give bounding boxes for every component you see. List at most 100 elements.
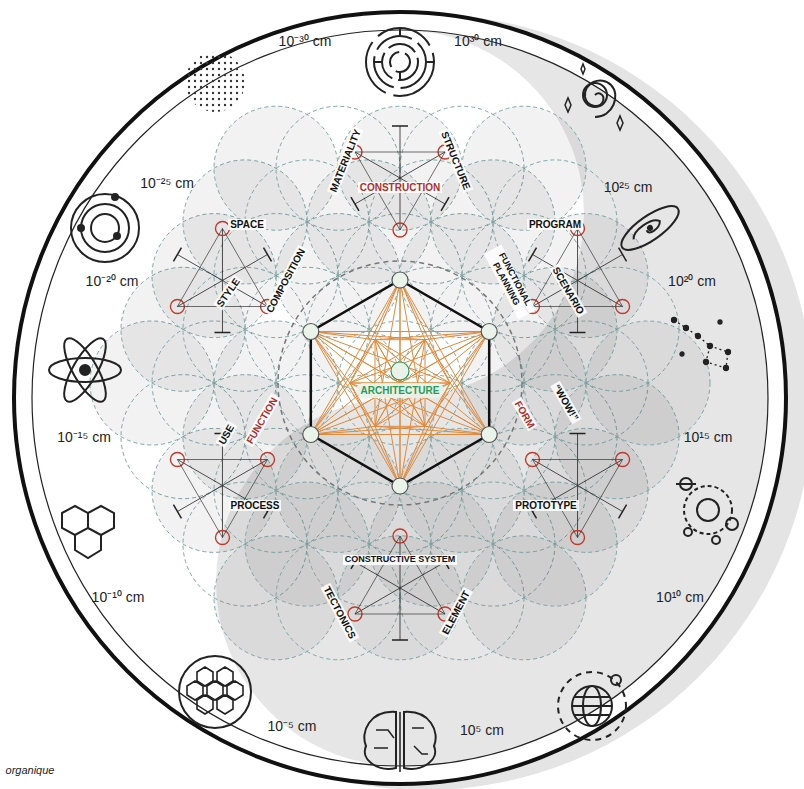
star-line — [311, 426, 425, 434]
triangle — [578, 460, 623, 538]
star-line — [375, 340, 400, 486]
dashed-ring — [278, 261, 522, 505]
star-line — [400, 426, 425, 486]
spoke — [577, 229, 578, 281]
star-line — [400, 280, 489, 435]
vertex-circle — [392, 272, 408, 288]
star-line — [375, 339, 425, 340]
star-line — [311, 332, 375, 427]
star-line — [425, 332, 489, 427]
scale-label: 10¹⁰ cm — [656, 590, 704, 605]
scale-icons — [49, 28, 738, 772]
flower-circles — [90, 106, 710, 660]
center-circle — [391, 362, 409, 380]
concept-label: CONSTRUCTION — [358, 182, 443, 193]
scale-label: 10⁵ cm — [460, 723, 504, 738]
spoke — [533, 460, 578, 486]
star-line — [311, 280, 400, 435]
star-line — [375, 280, 400, 426]
star-line — [375, 426, 425, 427]
star-line — [311, 383, 450, 435]
outer-ring — [14, 12, 786, 784]
inner-ring — [32, 30, 768, 766]
star-line — [311, 332, 425, 340]
hexagon-star — [303, 272, 497, 494]
t-bar — [619, 505, 627, 519]
node-text: ARCHITECTURE — [361, 385, 440, 396]
t-bar — [173, 505, 181, 519]
star-line — [400, 383, 401, 486]
scale-label: 10⁻⁵ cm — [268, 719, 317, 734]
concept-label: PROGRAM — [527, 219, 583, 230]
spoke — [400, 152, 445, 178]
star-line — [350, 340, 375, 383]
vertex-circle — [481, 324, 497, 340]
t-bar — [263, 248, 271, 262]
spoke — [355, 152, 400, 178]
concept-label: PROTOTYPE — [513, 500, 579, 511]
star-line — [311, 332, 425, 427]
t-bar — [441, 197, 449, 211]
vertex-circle — [303, 427, 319, 443]
spoke — [400, 588, 445, 614]
spoke — [578, 281, 623, 307]
triangle — [177, 229, 222, 307]
t-bar — [351, 197, 359, 211]
t-bar — [214, 332, 230, 334]
cluster-glyphs — [170, 126, 629, 640]
spoke — [578, 460, 623, 486]
scale-label: 10⁻¹⁰ cm — [92, 590, 145, 605]
star-line — [375, 340, 450, 383]
triangle — [578, 229, 623, 307]
scale-label: 10⁻²⁰ cm — [86, 274, 139, 289]
triangle — [222, 460, 267, 538]
star-line — [375, 280, 400, 340]
scale-label: 10³⁰ cm — [454, 34, 502, 49]
t-bar — [570, 332, 586, 334]
spoke — [177, 460, 222, 486]
scale-label: 10⁻²⁵ cm — [140, 176, 194, 191]
star-line — [375, 332, 489, 340]
star-line — [400, 280, 425, 426]
star-line — [375, 426, 489, 434]
star-line — [311, 331, 489, 332]
triangle — [400, 536, 445, 614]
t-bar — [529, 248, 537, 262]
scale-label: 10⁻³⁰ cm — [279, 34, 332, 49]
spoke — [577, 486, 578, 538]
spoke — [222, 229, 223, 281]
vertex-circle — [481, 427, 497, 443]
triangle — [533, 460, 578, 538]
star-line — [311, 332, 400, 487]
dashed-circle — [524, 214, 648, 338]
spoke — [222, 486, 223, 538]
t-bar — [392, 639, 408, 641]
scale-label: 10²⁵ cm — [604, 180, 653, 195]
triangle — [355, 614, 445, 615]
star-line — [311, 383, 350, 435]
concept-label: PROCESS — [229, 500, 282, 511]
star-line — [350, 340, 425, 383]
dashed-circle — [586, 321, 710, 445]
triangle — [355, 152, 445, 153]
star-line — [311, 332, 375, 340]
scale-label: 10²⁰ cm — [668, 274, 716, 289]
t-bar — [173, 248, 181, 262]
triangle — [533, 459, 623, 460]
star-line — [375, 426, 400, 486]
star-line — [311, 332, 450, 384]
star-line — [400, 280, 425, 340]
scale-label: 10⁻¹⁵ cm — [57, 430, 111, 445]
t-bar — [570, 433, 586, 435]
vertex-circle — [392, 478, 408, 494]
spoke — [355, 588, 400, 614]
dashed-circle — [338, 321, 462, 445]
caption-fragment: organique — [6, 764, 55, 776]
star-line — [425, 340, 450, 383]
star-line — [400, 332, 489, 487]
scale-label: 10¹⁵ cm — [684, 430, 733, 445]
hexagon — [311, 280, 489, 486]
concept-label: CONSTRUCTIVE SYSTEM — [343, 555, 458, 565]
triangle — [177, 459, 267, 460]
